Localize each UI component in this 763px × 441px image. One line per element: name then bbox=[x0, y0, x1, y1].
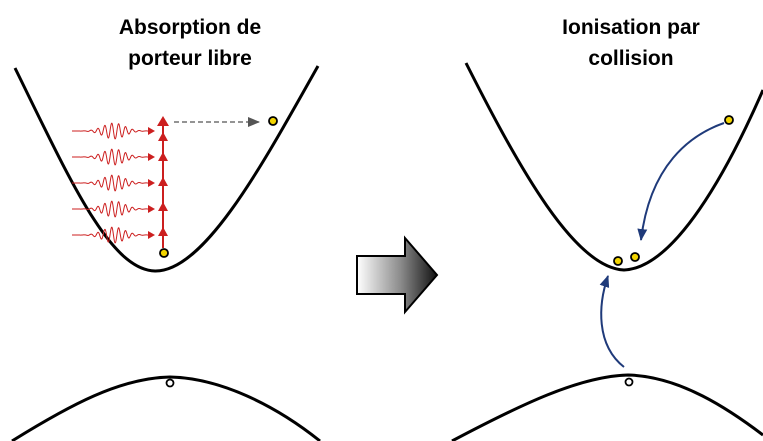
conduction-band-left bbox=[13, 65, 320, 273]
electron-bottom-right-1 bbox=[613, 256, 623, 266]
hole-left bbox=[165, 378, 175, 388]
title-line-2: collision bbox=[588, 47, 674, 70]
panel-title-free-carrier-absorption: Absorption de porteur libre bbox=[65, 12, 315, 74]
hole-electron-path bbox=[599, 275, 625, 368]
title-line-1: Ionisation par bbox=[562, 16, 700, 39]
photon-arrowhead-icon bbox=[148, 205, 155, 213]
ladder-step-icon bbox=[158, 202, 168, 211]
conduction-band-right bbox=[464, 62, 763, 272]
ladder-step-icon bbox=[158, 132, 168, 141]
ladder-step-icon bbox=[158, 227, 168, 236]
ladder-step-icon bbox=[158, 152, 168, 161]
photon-arrowhead-icon bbox=[148, 231, 155, 239]
electron-bottom-left bbox=[159, 248, 169, 258]
hole-right bbox=[624, 377, 634, 387]
photon-wave bbox=[72, 122, 149, 140]
hot-electron-path bbox=[637, 122, 725, 241]
left-panel bbox=[11, 65, 321, 441]
title-line-1: Absorption de bbox=[118, 16, 262, 39]
photon-wave-group bbox=[72, 122, 155, 244]
photon-arrowhead-icon bbox=[148, 179, 155, 187]
right-arrow-icon bbox=[356, 235, 439, 315]
energy-ladder bbox=[157, 116, 169, 248]
ladder-head-icon bbox=[157, 116, 169, 126]
electron-bottom-right-2 bbox=[630, 252, 640, 262]
photon-wave bbox=[72, 226, 149, 244]
electron-excited-left bbox=[268, 116, 278, 126]
valence-band-left bbox=[11, 375, 321, 441]
electron-hot-right bbox=[724, 115, 734, 125]
title-line-2: porteur libre bbox=[128, 47, 252, 70]
right-panel bbox=[451, 62, 763, 441]
valence-band-right bbox=[451, 373, 763, 441]
photon-wave bbox=[72, 148, 149, 166]
photon-wave bbox=[72, 200, 149, 218]
photon-wave bbox=[72, 174, 149, 192]
ladder-step-icon bbox=[158, 177, 168, 186]
photon-arrowhead-icon bbox=[148, 127, 155, 135]
panel-title-impact-ionization: Ionisation par collision bbox=[506, 12, 756, 74]
photon-arrowhead-icon bbox=[148, 153, 155, 161]
